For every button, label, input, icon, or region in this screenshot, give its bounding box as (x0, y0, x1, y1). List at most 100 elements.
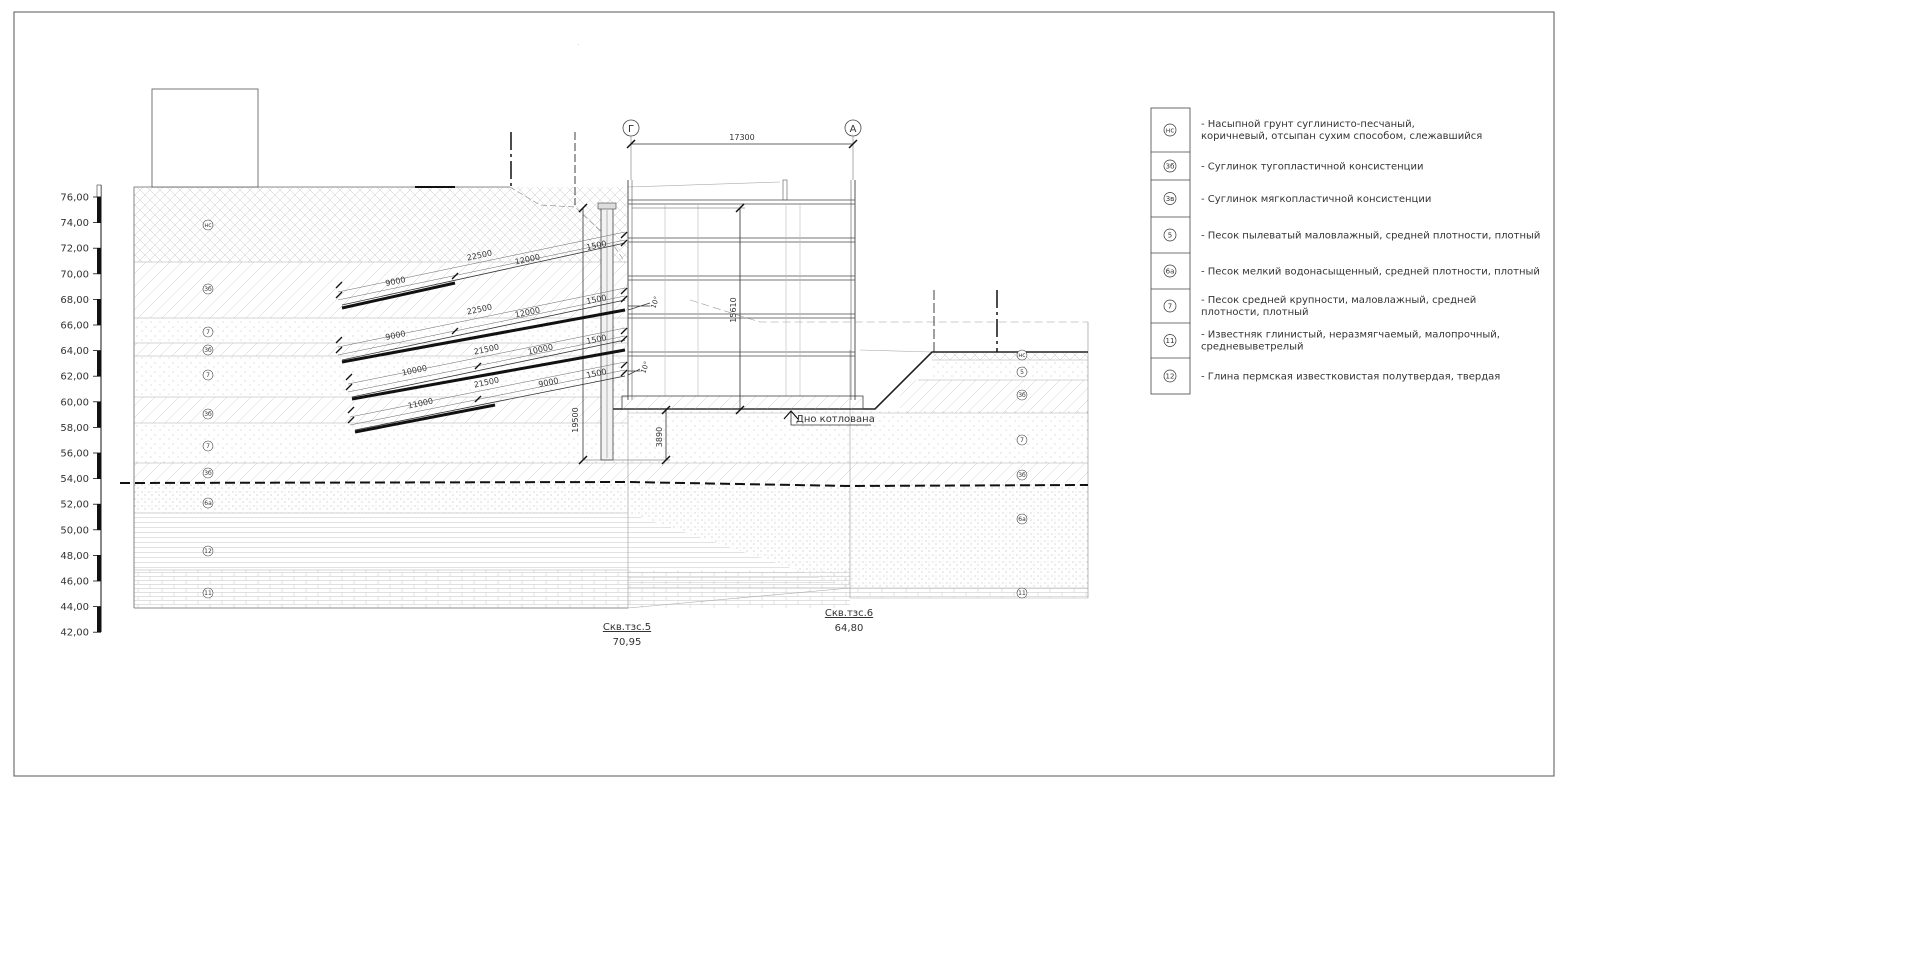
stray-mark: . (578, 41, 579, 46)
legend-code: 7 (1168, 303, 1172, 311)
legend-code-marker (1163, 123, 1177, 137)
legend-code: нс (1166, 127, 1175, 135)
scale-tick-label: 64,00 (60, 346, 89, 357)
wall-height-dimension: 19500 (571, 407, 580, 432)
layer-code-left: нс (204, 222, 211, 229)
scale-tick-label: 72,00 (60, 244, 89, 255)
borehole-6-name: Скв.тзс.6 (825, 608, 873, 619)
layer-code-left: 7 (206, 372, 210, 379)
axis-label-left: Г (628, 124, 634, 135)
borehole-6-elevation: 64,80 (835, 623, 864, 634)
legend-description-cont: коричневый, отсыпан сухим способом, слеж… (1201, 131, 1482, 142)
legend-code-marker (1163, 334, 1177, 347)
scale-tick-label: 68,00 (60, 295, 89, 306)
layer-marker-left (202, 326, 214, 338)
scale-tick-label: 44,00 (60, 602, 89, 613)
layer-code-right: 7 (1020, 437, 1024, 444)
excavation-bottom-marker: Дно котлована (783, 410, 875, 426)
layer-marker-left (202, 587, 214, 599)
layer-code-left: 6а (204, 500, 212, 507)
layer-marker-right (1016, 469, 1028, 481)
layer-code-right: 3б (1018, 472, 1026, 479)
soil-layers-left (133, 186, 628, 609)
scale-tick-label: 48,00 (60, 551, 89, 562)
anchor-3-head: 1500 (586, 333, 608, 346)
anchor-2-head: 1500 (586, 293, 608, 306)
layer-code-right: 11 (1018, 590, 1026, 597)
scale-tick-label: 50,00 (60, 525, 89, 536)
scale-bar-segment (97, 350, 101, 377)
legend-code: 3в (1166, 195, 1175, 203)
layer-code-right: 6а (1018, 516, 1026, 523)
legend-description: - Насыпной грунт суглинисто-песчаный, (1201, 119, 1415, 130)
borehole-5-name: Скв.тзс.5 (603, 622, 651, 633)
building-frame (621, 179, 864, 410)
layer-code-right: нс (1018, 352, 1025, 359)
layer-marker-left (202, 497, 214, 509)
scale-bar-segment (96, 184, 102, 198)
anchor-1-head: 1500 (586, 239, 608, 252)
legend-code: 11 (1166, 337, 1175, 345)
scale-tick-label: 66,00 (60, 321, 89, 332)
scale-bar-segment (97, 401, 101, 428)
scale-tick-label: 74,00 (60, 218, 89, 229)
legend-description: - Суглинок мягкопластичной консистенции (1201, 194, 1431, 205)
elevation-scale: 76,0074,0072,0070,0068,0066,0064,0062,00… (60, 184, 102, 639)
axis-label-right: А (850, 124, 857, 135)
scale-bar-segment (97, 248, 101, 274)
groundwater-line (119, 480, 1089, 488)
legend-code: 12 (1166, 373, 1175, 381)
boreholes: Скв.тзс.5 70,95 Скв.тзс.6 64,80 (603, 608, 873, 648)
layer-marker-right (1016, 513, 1028, 525)
layer-marker-left (202, 408, 214, 420)
layer-marker-right (1016, 587, 1028, 599)
scale-tick-label: 52,00 (60, 500, 89, 511)
borehole-5-elevation: 70,95 (613, 637, 642, 648)
legend-code-marker (1163, 228, 1177, 242)
grid-axes: Г А 17300 (622, 119, 862, 180)
scale-bar-segment (97, 606, 101, 633)
layer-code-left: 3б (204, 411, 212, 418)
existing-building (151, 88, 259, 188)
scale-bar-segment (97, 453, 101, 479)
layer-code-left: 3б (204, 470, 212, 477)
layer-code-left: 11 (204, 590, 212, 597)
excavation-bottom-label: Дно котлована (796, 414, 875, 425)
layer-marker-left (202, 344, 214, 356)
scale-tick-label: 70,00 (60, 269, 89, 280)
legend-description: - Известняк глинистый, неразмягчаемый, м… (1201, 330, 1500, 341)
scale-bar-segment (97, 299, 101, 325)
layer-marker-left (202, 440, 214, 452)
scale-tick-label: 56,00 (60, 449, 89, 460)
scale-bar-segment (97, 504, 101, 530)
scale-tick-label: 54,00 (60, 474, 89, 485)
scale-tick-label: 58,00 (60, 423, 89, 434)
legend-description: - Песок пылеватый маловлажный, средней п… (1201, 231, 1540, 242)
scale-bar-segment (97, 197, 101, 223)
layer-marker-right (1016, 389, 1028, 401)
legend-code-marker (1163, 264, 1177, 278)
legend-code: 5 (1168, 232, 1172, 240)
legend-code: 3б (1166, 163, 1175, 171)
layer-marker-right (1016, 366, 1028, 378)
layer-marker-left (202, 369, 214, 381)
layer-code-left: 7 (206, 443, 210, 450)
sheet-frame (13, 11, 1555, 777)
layer-code-left: 3б (204, 286, 212, 293)
building-height-dimension: 15610 (729, 297, 738, 322)
embedment-dimension: 3890 (655, 427, 664, 447)
anchor-4-head: 1500 (586, 367, 608, 380)
soil-legend: нс - Насыпной грунт суглинисто-песчаный,к… (1150, 107, 1540, 395)
legend-code-marker (1163, 369, 1177, 383)
scale-tick-label: 62,00 (60, 372, 89, 383)
anchor-2-bond: 9000 (385, 329, 407, 342)
scale-bar-segment (97, 555, 101, 581)
legend-code-marker (1163, 192, 1177, 205)
legend-description-cont: средневыветрелый (1201, 342, 1304, 353)
scale-tick-label: 42,00 (60, 628, 89, 639)
layer-marker-left (202, 467, 214, 479)
layer-code-left: 3б (204, 347, 212, 354)
vertical-dimensions: 15610 19500 3890 (571, 203, 745, 465)
axis-span-dimension: 17300 (729, 133, 754, 142)
